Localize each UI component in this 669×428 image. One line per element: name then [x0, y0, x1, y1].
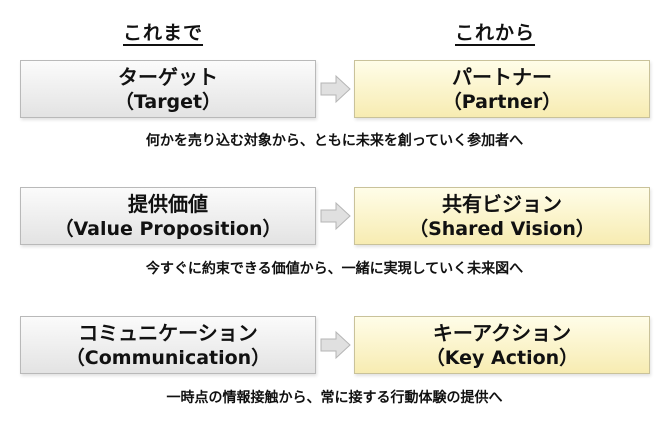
after-box-title: 共有ビジョン — [442, 191, 562, 216]
before-box-value-proposition: 提供価値 （Value Proposition） — [20, 187, 316, 245]
right-arrow-icon — [320, 74, 351, 104]
before-box-title: 提供価値 — [128, 191, 208, 216]
before-box-subtitle: （Communication） — [65, 346, 271, 369]
after-box-key-action: キーアクション （Key Action） — [354, 316, 650, 374]
before-box-communication: コミュニケーション （Communication） — [20, 316, 316, 374]
after-box-subtitle: （Partner） — [442, 90, 562, 113]
before-box-target: ターゲット （Target） — [20, 60, 316, 118]
after-box-subtitle: （Key Action） — [425, 346, 579, 369]
row-caption: 一時点の情報接触から、常に接する行動体験の提供へ — [166, 390, 503, 406]
before-box-subtitle: （Target） — [114, 90, 222, 113]
after-box-shared-vision: 共有ビジョン （Shared Vision） — [354, 187, 650, 245]
right-arrow-icon — [320, 201, 351, 231]
after-box-title: パートナー — [452, 64, 552, 89]
header-after: これから — [455, 22, 536, 44]
after-box-title: キーアクション — [432, 320, 572, 345]
before-box-title: コミュニケーション — [78, 320, 258, 345]
after-box-partner: パートナー （Partner） — [354, 60, 650, 118]
row-caption: 何かを売り込む対象から、ともに未来を創っていく参加者へ — [145, 133, 524, 149]
header-before: これまで — [123, 22, 204, 44]
right-arrow-icon — [320, 330, 351, 360]
before-box-title: ターゲット — [118, 64, 218, 89]
before-box-subtitle: （Value Proposition） — [54, 217, 282, 240]
row-caption: 今すぐに約束できる価値から、一緒に実現していく未来図へ — [145, 261, 524, 277]
after-box-subtitle: （Shared Vision） — [409, 217, 595, 240]
